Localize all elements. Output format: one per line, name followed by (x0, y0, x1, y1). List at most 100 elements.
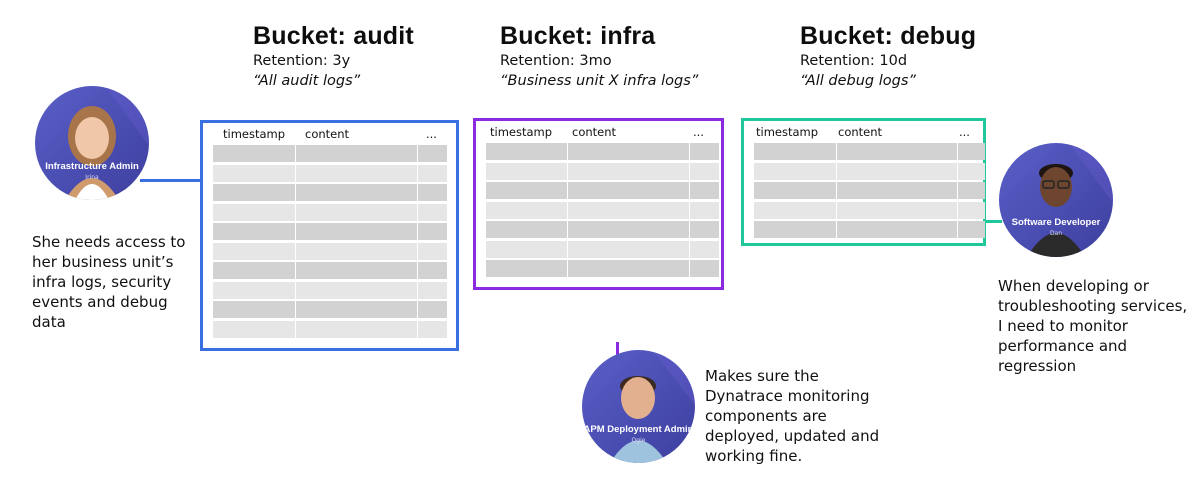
table-cell (418, 262, 447, 279)
table-cell (958, 201, 985, 219)
table-cell (213, 223, 295, 240)
bucket-audit-header: Bucket: audit Retention: 3y “All audit l… (253, 22, 414, 91)
table-cell (418, 242, 447, 260)
bucket-infra-table: timestamp content ... (473, 118, 724, 290)
apm-admin-name: Ogie (631, 437, 646, 444)
table-cell (486, 182, 567, 199)
table-cell (418, 203, 447, 221)
bucket-debug-title: Bucket: debug (800, 22, 977, 50)
person-portrait-icon (582, 350, 695, 463)
bucket-infra-header: Bucket: infra Retention: 3mo “Business u… (500, 22, 698, 91)
column-more: ... (426, 127, 437, 141)
table-cell (568, 240, 689, 258)
table-cell (418, 145, 447, 162)
table-cell (754, 162, 836, 180)
table-cell (958, 143, 985, 160)
bucket-audit-title: Bucket: audit (253, 22, 414, 50)
table-cell (690, 182, 719, 199)
table-cell (754, 143, 836, 160)
table-cell (418, 223, 447, 240)
table-cell (296, 320, 417, 338)
table-cell (568, 221, 689, 238)
table-cell (837, 162, 957, 180)
table-cell (296, 223, 417, 240)
table-cell (486, 260, 567, 277)
table-cell (568, 260, 689, 277)
table-cell (486, 162, 567, 180)
table-cell (754, 201, 836, 219)
table-cell (837, 143, 957, 160)
infra-admin-avatar: Infrastructure Admin Irina (35, 86, 149, 200)
table-cell (754, 182, 836, 199)
table-cell (486, 221, 567, 238)
table-cell (213, 281, 295, 299)
column-more: ... (693, 125, 704, 139)
column-content: content (572, 125, 617, 139)
table-cell (837, 221, 957, 238)
bucket-audit-description: “All audit logs” (253, 73, 361, 89)
table-cell (213, 164, 295, 182)
infra-admin-description: She needs access to her business unit’s … (32, 233, 186, 331)
table-cell (213, 203, 295, 221)
table-cell (958, 221, 985, 238)
table-cell (296, 262, 417, 279)
connector-debug-developer (984, 220, 1002, 223)
column-content: content (838, 125, 883, 139)
bucket-debug-description: “All debug logs” (800, 73, 916, 89)
table-cell (837, 201, 957, 219)
table-cell (837, 182, 957, 199)
table-cell (213, 145, 295, 162)
infra-admin-role: Infrastructure Admin (45, 161, 139, 172)
table-cell (418, 320, 447, 338)
table-cell (213, 184, 295, 201)
table-cell (690, 221, 719, 238)
table-cell (690, 162, 719, 180)
apm-admin-description: Makes sure the Dynatrace monitoring comp… (705, 367, 880, 465)
bucket-audit-retention: Retention: 3y (253, 53, 351, 69)
column-content: content (305, 127, 350, 141)
table-cell (213, 320, 295, 338)
table-cell (690, 260, 719, 277)
table-cell (296, 145, 417, 162)
infra-admin-name: Irina (85, 174, 99, 181)
bucket-debug-header: Bucket: debug Retention: 10d “All debug … (800, 22, 976, 91)
person-portrait-icon (999, 143, 1113, 257)
table-cell (486, 240, 567, 258)
bucket-infra-title: Bucket: infra (500, 22, 656, 50)
table-cell (486, 201, 567, 219)
table-cell (418, 164, 447, 182)
bucket-debug-retention: Retention: 10d (800, 53, 908, 69)
column-timestamp: timestamp (223, 127, 286, 141)
table-cell (486, 143, 567, 160)
table-cell (213, 242, 295, 260)
table-cell (213, 301, 295, 318)
software-developer-role: Software Developer (1011, 217, 1101, 228)
table-cell (958, 162, 985, 180)
table-cell (418, 281, 447, 299)
table-cell (690, 143, 719, 160)
table-cell (958, 182, 985, 199)
bucket-infra-description: “Business unit X infra logs” (500, 73, 699, 89)
column-more: ... (959, 125, 970, 139)
software-developer-description: When developing or troubleshooting servi… (998, 277, 1188, 375)
table-cell (296, 164, 417, 182)
person-portrait-icon (35, 86, 149, 200)
table-cell (296, 184, 417, 201)
column-timestamp: timestamp (490, 125, 553, 139)
bucket-debug-table: timestamp content ... (741, 118, 986, 246)
table-cell (296, 203, 417, 221)
software-developer-avatar: Software Developer Dan (999, 143, 1113, 257)
table-cell (690, 240, 719, 258)
table-cell (296, 242, 417, 260)
table-cell (690, 201, 719, 219)
table-cell (296, 301, 417, 318)
table-cell (418, 184, 447, 201)
column-timestamp: timestamp (756, 125, 819, 139)
software-developer-name: Dan (1049, 230, 1063, 237)
table-cell (296, 281, 417, 299)
bucket-infra-retention: Retention: 3mo (500, 53, 612, 69)
table-cell (213, 262, 295, 279)
bucket-audit-table: timestamp content ... (200, 120, 459, 351)
apm-admin-role: APM Deployment Admin (583, 424, 694, 435)
connector-apm-admin-infra (616, 342, 619, 356)
